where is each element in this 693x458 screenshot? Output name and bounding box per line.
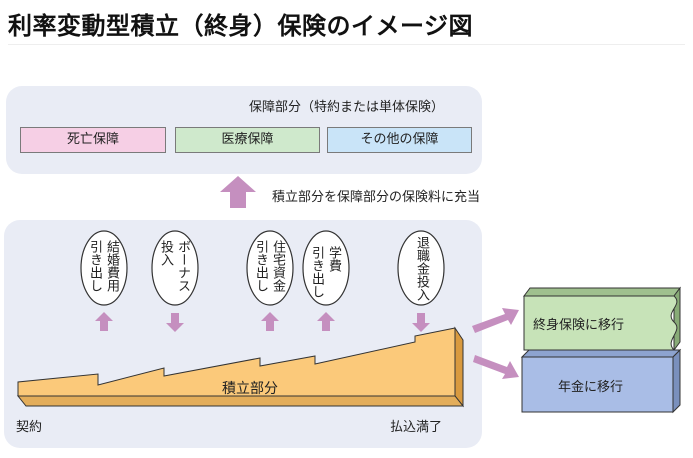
coverage-heading: 保障部分（特約または単体保険） xyxy=(248,100,444,115)
deposit-arrow-icon xyxy=(412,313,430,332)
event-bubble-housing xyxy=(246,230,294,306)
event-tuition-line1: 学費 xyxy=(326,246,341,272)
option-arrow-icon xyxy=(472,308,519,333)
page-title: 利率変動型積立（終身）保険のイメージ図 xyxy=(8,12,474,40)
event-housing-line2: 引き出し xyxy=(253,240,268,292)
accumulation-side-face xyxy=(454,326,464,408)
deposit-arrow-icon xyxy=(166,313,184,332)
accumulation-base xyxy=(16,395,465,407)
event-bubble-bonus xyxy=(151,230,199,306)
accumulation-shape xyxy=(17,327,456,397)
annuity-box-right xyxy=(672,348,681,414)
withdraw-arrow-icon xyxy=(261,312,279,331)
event-bubble-tuition xyxy=(302,230,350,306)
timeline-start-label: 契約 xyxy=(16,420,43,435)
event-bonus-line2: 投入 xyxy=(158,240,173,266)
event-bubble-retirement xyxy=(397,230,445,306)
timeline-end-label: 払込満了 xyxy=(390,420,443,435)
option-arrow-icon xyxy=(473,355,519,379)
medical-coverage-box: 医療保障 xyxy=(175,127,320,153)
death-coverage-box: 死亡保障 xyxy=(20,127,166,153)
whole-life-box xyxy=(523,295,678,351)
annuity-option-label: 年金に移行 xyxy=(558,380,624,395)
annuity-box xyxy=(521,356,674,413)
event-marriage-line1: 結婚費用 xyxy=(104,240,119,292)
whole-life-box-depth xyxy=(523,287,681,297)
transfer-arrow-icon xyxy=(220,176,256,208)
event-marriage-line2: 引き出し xyxy=(87,240,102,292)
accumulation-label: 積立部分 xyxy=(222,381,278,397)
event-retirement-line1: 退職金投入 xyxy=(414,236,429,301)
other-coverage-box: その他の保障 xyxy=(327,127,472,153)
withdraw-arrow-icon xyxy=(317,312,335,331)
transfer-note: 積立部分を保障部分の保険料に充当 xyxy=(272,190,481,205)
annuity-box-depth xyxy=(520,349,682,358)
event-tuition-line2: 引き出し xyxy=(309,246,324,298)
withdraw-arrow-icon xyxy=(95,312,113,331)
event-bubble-marriage xyxy=(80,230,128,306)
event-bonus-line1: ボーナス xyxy=(175,240,190,292)
whole-life-option-label: 終身保険に移行 xyxy=(533,318,625,333)
title-divider xyxy=(8,44,685,45)
event-housing-line1: 住宅資金 xyxy=(270,240,285,292)
